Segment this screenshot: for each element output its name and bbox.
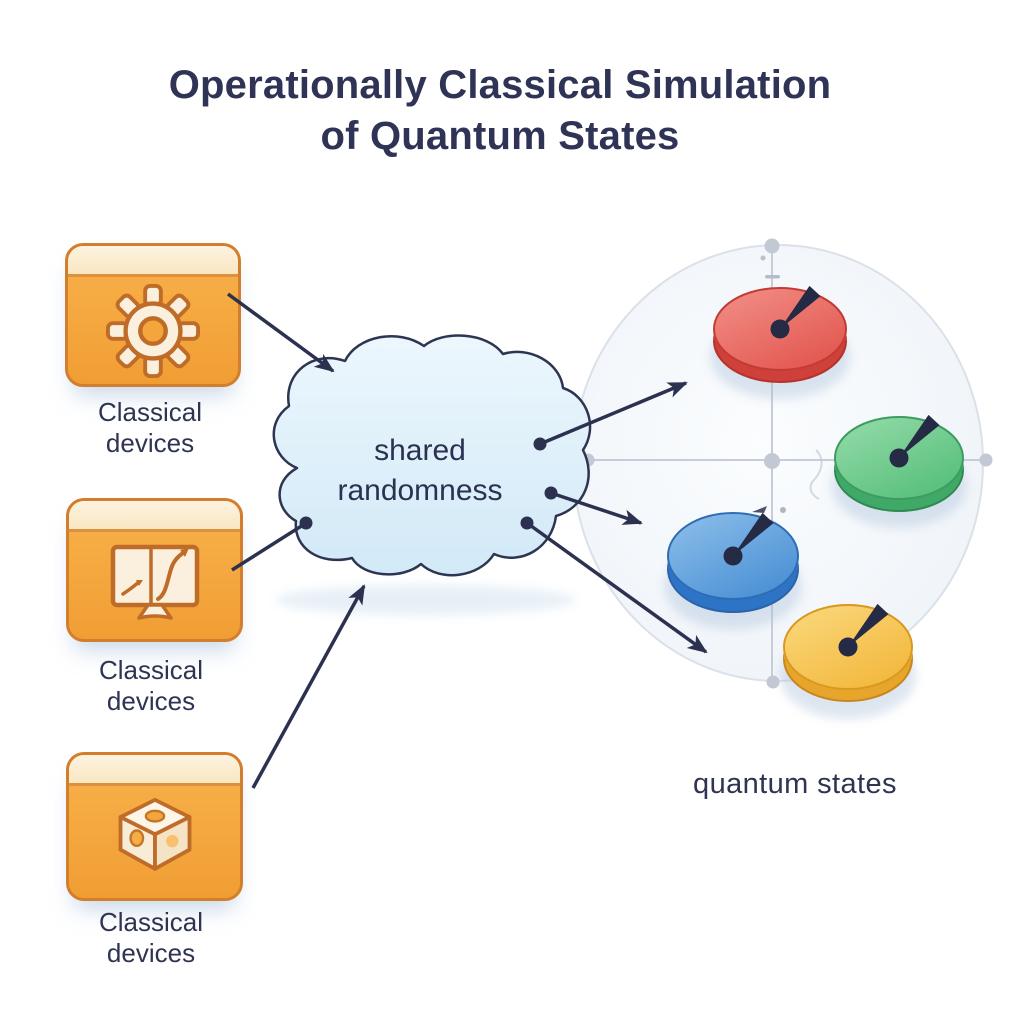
cloud-shadow	[275, 585, 575, 615]
sketch-marks	[752, 255, 823, 513]
device-box-titlebar	[69, 501, 240, 532]
shared-randomness-cloud	[272, 334, 592, 615]
connection-dots	[299, 437, 558, 530]
classical-device-3	[66, 752, 243, 901]
arrow-cloud-to-yellow	[525, 521, 708, 654]
quantum-state-green	[831, 416, 967, 528]
connection-arrows	[226, 292, 708, 789]
arrow-cloud-to-blue	[550, 491, 643, 525]
quantum-state-disks	[664, 285, 967, 719]
classical-device-2	[66, 498, 243, 642]
needle-red	[780, 285, 821, 329]
needle-green	[899, 414, 940, 458]
cloud-shape	[272, 334, 592, 577]
needle-yellow	[848, 603, 889, 647]
device-box-titlebar	[69, 755, 240, 786]
device-box-titlebar	[68, 246, 238, 277]
classical-device-1	[65, 243, 241, 387]
quantum-state-blue	[664, 512, 802, 630]
dice-icon	[118, 797, 191, 871]
quantum-state-red	[710, 287, 850, 399]
line-device2-to-cloud	[231, 523, 304, 572]
state-needles	[723, 285, 940, 657]
arrow-cloud-to-red	[539, 381, 688, 446]
quantum-state-yellow	[780, 604, 916, 719]
gear-icon	[106, 283, 200, 378]
needle-blue	[733, 512, 774, 556]
monitor-chart-icon	[110, 544, 199, 620]
arrow-device1-to-cloud	[226, 292, 335, 373]
arrow-device3-to-cloud	[251, 584, 366, 789]
